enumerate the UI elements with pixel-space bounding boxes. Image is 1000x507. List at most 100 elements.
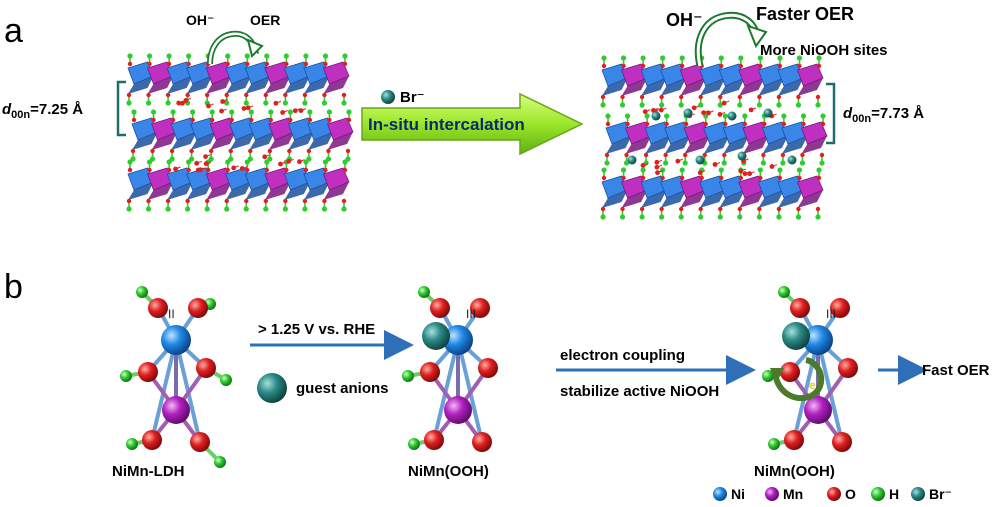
water-bond — [661, 107, 667, 111]
oxygen-atom — [142, 430, 162, 450]
oxygen-atom — [138, 362, 158, 382]
hydrogen-atom — [224, 100, 230, 106]
hydrogen-atom — [664, 113, 670, 119]
oxygen-atom — [146, 92, 151, 98]
hydrogen-atom — [717, 214, 723, 220]
octahedron-face — [602, 78, 628, 96]
oxygen-atom — [819, 152, 825, 158]
legend-label-0: Ni — [731, 486, 745, 502]
oxygen-atom — [640, 63, 646, 69]
oxygen-atom — [284, 61, 289, 67]
water-bond — [645, 109, 651, 113]
d-spacing-right: d00n=7.73 Å — [843, 105, 924, 125]
octahedron-face — [190, 132, 217, 150]
octahedron-face — [699, 190, 726, 208]
hydrogen-atom — [145, 206, 152, 212]
octahedron-face — [229, 132, 256, 150]
water-oxygen — [654, 159, 660, 165]
hydrogen-atom — [722, 113, 728, 119]
hydrogen-atom — [795, 214, 802, 220]
oxygen-atom — [601, 175, 607, 181]
oxygen-atom — [303, 61, 309, 67]
oxygen-atom — [683, 121, 689, 127]
oxygen-atom — [209, 117, 215, 123]
hydrogen-atom — [639, 214, 645, 220]
oxygen-atom — [703, 121, 708, 127]
oxygen-atom — [224, 92, 229, 98]
oxygen-atom — [244, 198, 249, 204]
oxygen-atom — [784, 430, 804, 450]
guest-anion-icon — [257, 373, 287, 403]
oxygen-atom — [796, 94, 801, 100]
hydrogen-atom — [756, 102, 762, 108]
hydrogen-atom — [659, 102, 665, 108]
nimn-ooh-structure-1 — [402, 286, 498, 452]
oxygen-atom — [248, 148, 253, 154]
hydrogen-atom — [776, 102, 782, 108]
oxygen-atom — [346, 117, 352, 123]
oxygen-atom — [660, 63, 665, 69]
hydrogen-atom — [620, 167, 627, 173]
water-bond — [221, 108, 227, 112]
octahedron-face — [621, 190, 648, 208]
hydrogen-atom — [342, 159, 348, 165]
octahedron-face — [684, 136, 710, 154]
octahedron-face — [660, 78, 687, 96]
more-niooh-sites-label: More NiOOH sites — [760, 42, 888, 59]
oxygen-atom — [780, 362, 800, 382]
oxygen-atom — [832, 432, 852, 452]
hydrogen-atom — [244, 53, 250, 59]
oxygen-atom — [604, 152, 610, 158]
oxygen-atom — [757, 94, 762, 100]
oxygen-atom — [718, 94, 723, 100]
octahedron-face — [777, 78, 804, 96]
hydrogen-atom — [303, 53, 309, 59]
manganese-atom — [162, 396, 190, 424]
oer-label-left: OER — [250, 12, 280, 28]
oxygen-atom — [323, 61, 328, 67]
octahedron-face — [723, 136, 749, 154]
oxygen-atom — [621, 175, 626, 181]
hydrogen-atom — [126, 100, 132, 106]
hydrogen-atom — [264, 53, 270, 59]
oxygen-atom — [605, 121, 611, 127]
oxygen-atom — [625, 121, 630, 127]
water-oxygen — [297, 159, 302, 165]
oxygen-atom — [130, 148, 136, 154]
hydrogen-atom — [718, 55, 724, 61]
oh-minus-label-left: OH⁻ — [186, 12, 214, 28]
water-bond — [288, 158, 294, 162]
hydrogen-atom — [225, 159, 231, 165]
octahedron-face — [245, 182, 271, 200]
hydrogen-atom — [244, 159, 250, 165]
hydrogen-atom — [346, 109, 352, 115]
water-oxygen — [717, 112, 723, 117]
oxygen-atom — [327, 117, 332, 123]
ni-oxidation-state-1: II — [168, 307, 175, 321]
oxygen-atom — [147, 61, 152, 67]
nimn-ldh-label: NiMn-LDH — [112, 463, 184, 480]
oxygen-atom — [639, 206, 645, 212]
oxygen-atom — [678, 94, 684, 100]
hydrogen-atom — [820, 113, 826, 119]
oxygen-atom — [166, 167, 172, 173]
water-bond — [657, 170, 663, 174]
hydrogen-atom — [604, 160, 610, 166]
water-oxygen — [701, 110, 706, 116]
oxygen-atom — [244, 92, 249, 98]
oxygen-atom — [302, 198, 308, 204]
water-oxygen — [262, 154, 268, 160]
octahedron-face — [758, 78, 784, 96]
oxygen-atom — [679, 63, 685, 69]
hydrogen-atom — [815, 102, 821, 108]
oxygen-atom — [430, 298, 450, 318]
hydrogen-atom — [601, 55, 607, 61]
octahedron-face — [641, 190, 667, 208]
hydrogen-atom — [819, 160, 825, 166]
hydrogen-atom — [601, 167, 607, 173]
oxygen-atom — [758, 63, 763, 69]
water-oxygen — [640, 163, 646, 168]
octahedron-face — [699, 78, 726, 96]
legend-swatch-3 — [871, 487, 885, 501]
water-bond — [222, 99, 228, 102]
